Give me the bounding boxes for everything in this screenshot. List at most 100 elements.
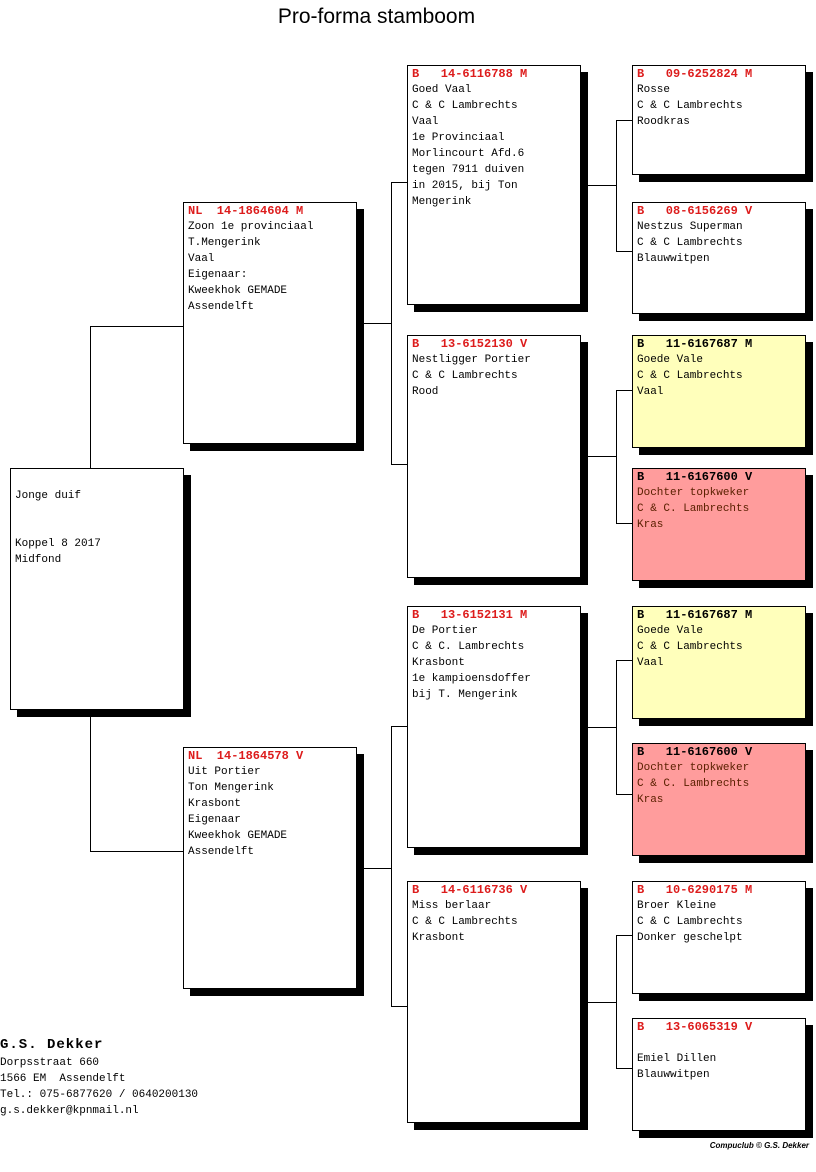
ggp-card-7: B 10-6290175 M Broer Kleine C & C Lambre… — [632, 881, 806, 994]
pedigree-line: C & C Lambrechts — [637, 237, 743, 249]
sire-dam-card: B 13-6152130 V Nestligger Portier C & C … — [407, 335, 581, 578]
subject-line — [15, 504, 179, 520]
connector-line — [391, 726, 392, 1007]
connector-line — [616, 794, 632, 795]
pedigree-line: Krasbont — [412, 657, 465, 669]
pedigree-line: De Portier — [412, 625, 479, 637]
ring-number: B 14-6116788 M — [412, 67, 528, 81]
connector-line — [616, 251, 632, 252]
pedigree-line: Dochter topkweker — [637, 487, 750, 499]
dam-card: NL 14-1864578 V Uit Portier Ton Mengerin… — [183, 747, 357, 989]
pedigree-line: Vaal — [637, 657, 664, 669]
pedigree-line: Donker geschelpt — [637, 932, 743, 944]
ring-number: B 13-6065319 V — [637, 1020, 753, 1034]
ggp-card-4: B 11-6167600 V Dochter topkweker C & C. … — [632, 468, 806, 581]
pedigree-line: Miss berlaar — [412, 900, 492, 912]
owner-phone: Tel.: 075-6877620 / 0640200130 — [0, 1089, 199, 1101]
pedigree-line: tegen 7911 duiven — [412, 164, 525, 176]
page-title: Pro-forma stamboom — [277, 5, 476, 28]
pedigree-line: Emiel Dillen — [637, 1053, 717, 1065]
connector-line — [90, 717, 91, 851]
pedigree-line: in 2015, bij Ton — [412, 180, 518, 192]
ring-number: B 09-6252824 M — [637, 67, 753, 81]
pedigree-line: Kras — [637, 519, 664, 531]
pedigree-line: C & C. Lambrechts — [637, 778, 750, 790]
ggp-card-5: B 11-6167687 M Goede Vale C & C Lambrech… — [632, 606, 806, 719]
pedigree-line — [637, 1035, 801, 1051]
connector-line — [391, 1006, 407, 1007]
sire-card: NL 14-1864604 M Zoon 1e provinciaal T.Me… — [183, 202, 357, 444]
pedigree-line: bij T. Mengerink — [412, 689, 518, 701]
ring-number: B 13-6152131 M — [412, 608, 528, 622]
ring-number: B 14-6116736 V — [412, 883, 528, 897]
sire-sire-card: B 14-6116788 M Goed Vaal C & C Lambrecht… — [407, 65, 581, 305]
pedigree-line: Vaal — [188, 253, 215, 265]
connector-line — [90, 326, 91, 468]
connector-line — [391, 464, 407, 465]
pedigree-line: Blauwwitpen — [637, 253, 710, 265]
ggp-card-3: B 11-6167687 M Goede Vale C & C Lambrech… — [632, 335, 806, 448]
connector-line — [616, 390, 617, 524]
ring-number: NL 14-1864604 M — [188, 204, 304, 218]
connector-line — [616, 660, 617, 795]
pedigree-line: Assendelft — [188, 301, 255, 313]
pedigree-line: Goed Vaal — [412, 84, 472, 96]
pedigree-line: Zoon 1e provinciaal — [188, 221, 314, 233]
pedigree-line: C & C Lambrechts — [637, 100, 743, 112]
connector-line — [364, 868, 391, 869]
pedigree-line: Kweekhok GEMADE — [188, 830, 288, 842]
pedigree-line: Eigenaar — [188, 814, 241, 826]
connector-line — [90, 851, 183, 852]
subject-line: Koppel 8 2017 — [15, 538, 101, 550]
connector-line — [616, 390, 632, 391]
owner-email[interactable]: g.s.dekker@kpnmail.nl — [0, 1105, 139, 1117]
ggp-card-8: B 13-6065319 V Emiel Dillen Blauwwitpen — [632, 1018, 806, 1131]
pedigree-line: C & C. Lambrechts — [412, 641, 525, 653]
subject-line — [15, 520, 179, 536]
connector-line — [90, 326, 183, 327]
connector-line — [616, 935, 617, 1069]
connector-line — [588, 456, 616, 457]
connector-line — [616, 660, 632, 661]
connector-line — [391, 182, 407, 183]
pedigree-line: Mengerink — [412, 196, 472, 208]
connector-line — [616, 120, 632, 121]
dam-dam-card: B 14-6116736 V Miss berlaar C & C Lambre… — [407, 881, 581, 1123]
pedigree-line: Blauwwitpen — [637, 1069, 710, 1081]
pedigree-line: C & C Lambrechts — [637, 370, 743, 382]
ggp-card-2: B 08-6156269 V Nestzus Superman C & C La… — [632, 202, 806, 314]
pedigree-line: Goede Vale — [637, 625, 704, 637]
connector-line — [364, 323, 391, 324]
ring-number: B 11-6167687 M — [637, 337, 753, 351]
ring-number: B 13-6152130 V — [412, 337, 528, 351]
pedigree-line: C & C Lambrechts — [412, 100, 518, 112]
pedigree-line: Vaal — [412, 116, 439, 128]
connector-line — [588, 185, 616, 186]
pedigree-line: Kweekhok GEMADE — [188, 285, 288, 297]
dam-sire-card: B 13-6152131 M De Portier C & C. Lambrec… — [407, 606, 581, 848]
connector-line — [616, 120, 617, 252]
pedigree-line: Roodkras — [637, 116, 690, 128]
ggp-card-6: B 11-6167600 V Dochter topkweker C & C. … — [632, 743, 806, 856]
pedigree-line: 1e kampioensdoffer — [412, 673, 531, 685]
ring-number: B 11-6167600 V — [637, 470, 753, 484]
pedigree-line: C & C Lambrechts — [637, 916, 743, 928]
pedigree-line: Vaal — [637, 386, 664, 398]
connector-line — [588, 727, 616, 728]
ring-number: B 10-6290175 M — [637, 883, 753, 897]
pedigree-line: Krasbont — [412, 932, 465, 944]
connector-line — [616, 523, 632, 524]
ring-number: B 11-6167600 V — [637, 745, 753, 759]
pedigree-line: Eigenaar: — [188, 269, 248, 281]
connector-line — [616, 1068, 632, 1069]
ggp-card-1: B 09-6252824 M Rosse C & C Lambrechts Ro… — [632, 65, 806, 175]
owner-block: G.S. Dekker Dorpsstraat 660 1566 EM Asse… — [0, 1035, 198, 1119]
pedigree-line: Morlincourt Afd.6 — [412, 148, 525, 160]
pedigree-line: 1e Provinciaal — [412, 132, 505, 144]
owner-name: G.S. Dekker — [0, 1037, 104, 1053]
connector-line — [588, 1002, 616, 1003]
pedigree-line: Kras — [637, 794, 664, 806]
owner-address: Dorpsstraat 660 — [0, 1057, 100, 1069]
subject-card: Jonge duif Koppel 8 2017 Midfond — [10, 468, 184, 710]
pedigree-line: C & C. Lambrechts — [637, 503, 750, 515]
